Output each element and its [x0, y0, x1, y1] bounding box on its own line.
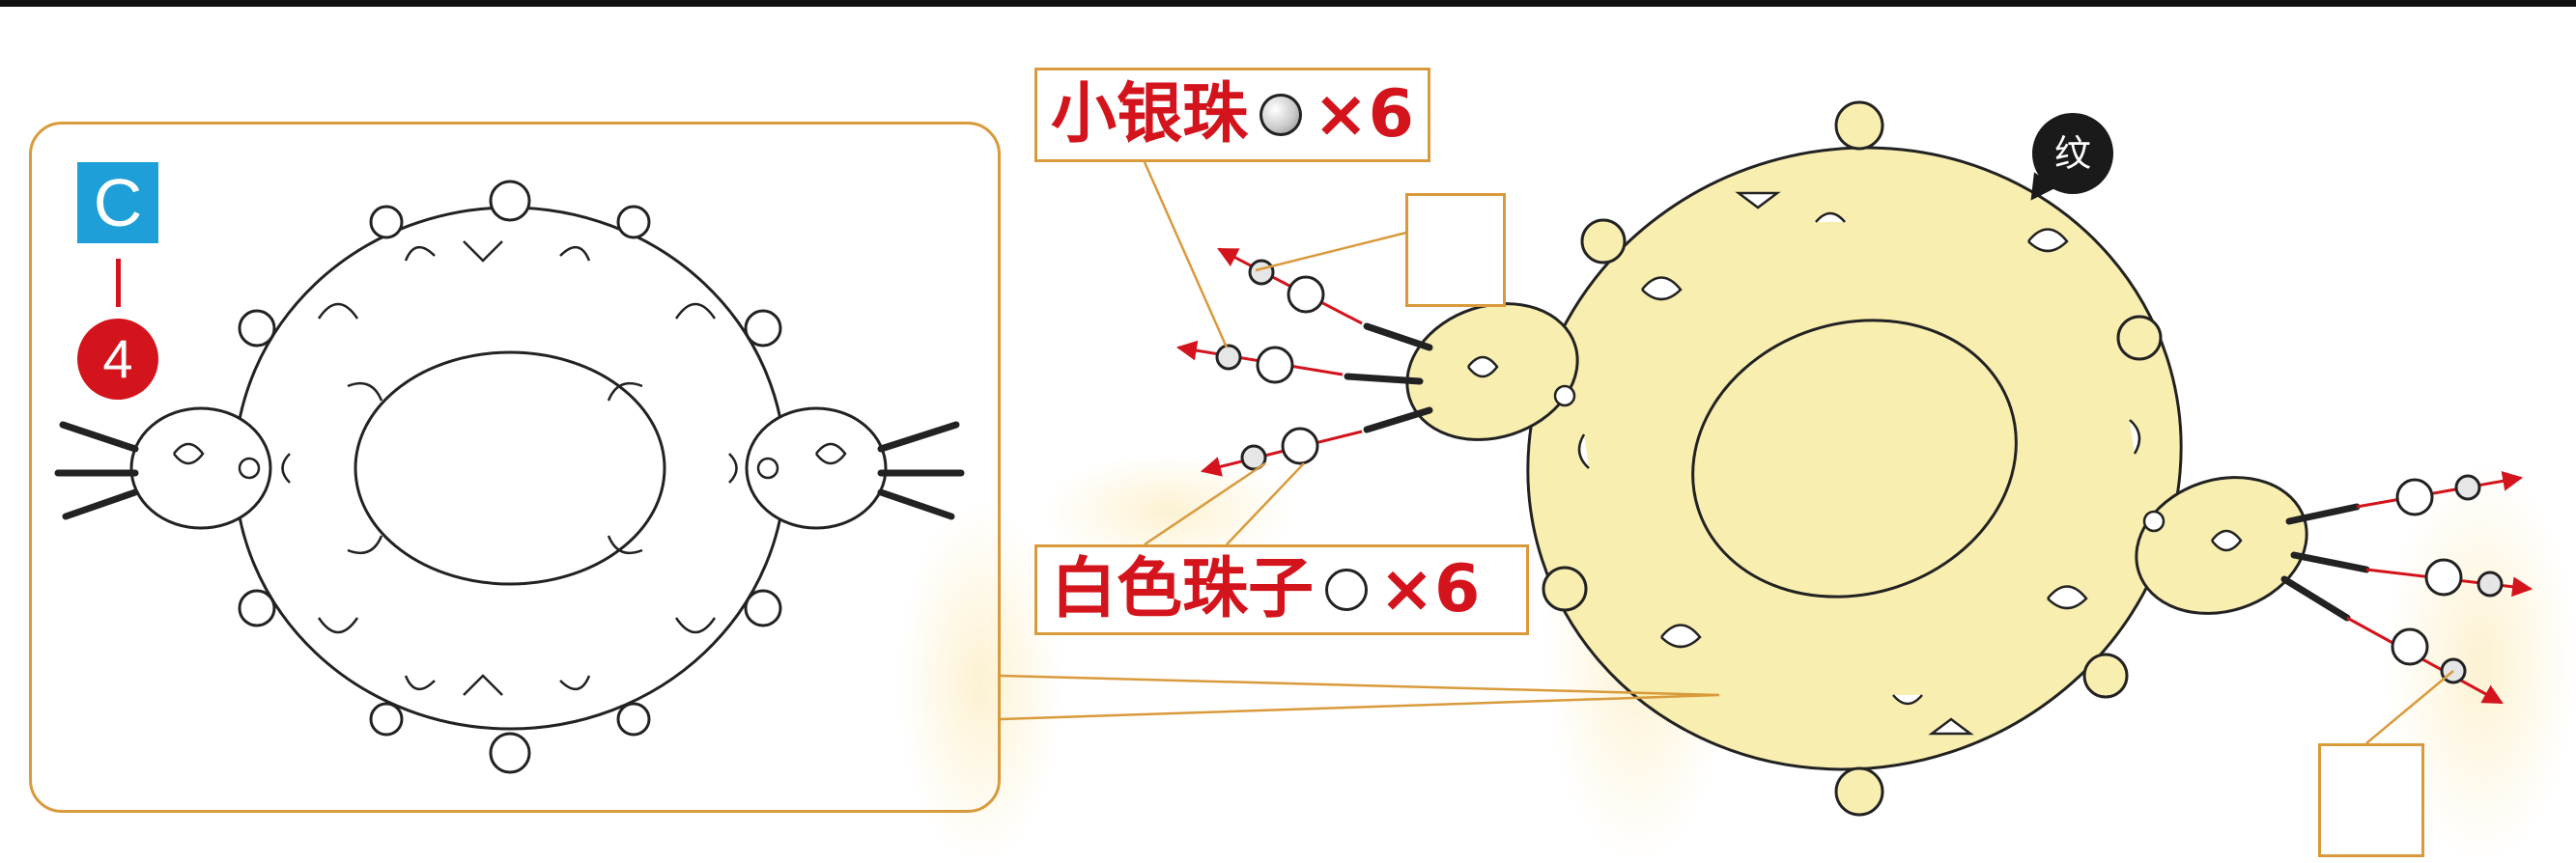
beads-left	[1215, 259, 1325, 471]
silver-bead-icon	[1260, 94, 1302, 136]
assembled-stems	[1344, 322, 2370, 622]
part-letter-badge: C	[77, 162, 158, 243]
top-rule	[0, 0, 2576, 7]
white-bead	[2395, 478, 2434, 516]
white-bead	[2391, 627, 2429, 666]
leader-lines	[1000, 161, 2454, 744]
white-bead-icon	[1325, 569, 1369, 611]
pattern-side-mark: 纹	[2032, 113, 2113, 194]
white-bead	[1256, 346, 1294, 384]
silver-bead	[1240, 444, 1267, 471]
white-beads-text: 白色珠子	[1051, 551, 1315, 627]
white-bead	[2424, 558, 2463, 597]
badge-connector	[116, 259, 121, 307]
white-beads-quantity: ×6	[1379, 551, 1481, 627]
part-frame	[29, 122, 1001, 813]
silver-bead	[1215, 344, 1242, 371]
beads-right	[2391, 474, 2504, 684]
lace-part-outline	[129, 180, 888, 774]
lace-part-assembled	[1405, 100, 2308, 817]
scalloped-edge	[238, 180, 782, 774]
lace-cutouts-outline	[173, 240, 847, 696]
white-beads-label: 白色珠子 ×6	[1034, 544, 1529, 635]
silver-bead	[2477, 571, 2504, 598]
part-number-badge: 4	[77, 319, 158, 400]
silver-bead	[1248, 259, 1275, 286]
left-stems	[54, 421, 965, 520]
silver-beads-text: 小银珠	[1051, 76, 1249, 153]
lace-cutouts-assembled	[1467, 191, 2243, 736]
white-bead	[1281, 427, 1319, 465]
silver-bead	[2454, 474, 2481, 501]
silver-beads-label: 小银珠 ×6	[1034, 68, 1430, 162]
white-bead	[1287, 275, 1325, 314]
inset-frame-2	[2318, 743, 2424, 857]
silver-beads-quantity: ×6	[1313, 76, 1414, 153]
inset-frame-1	[1405, 193, 1506, 307]
